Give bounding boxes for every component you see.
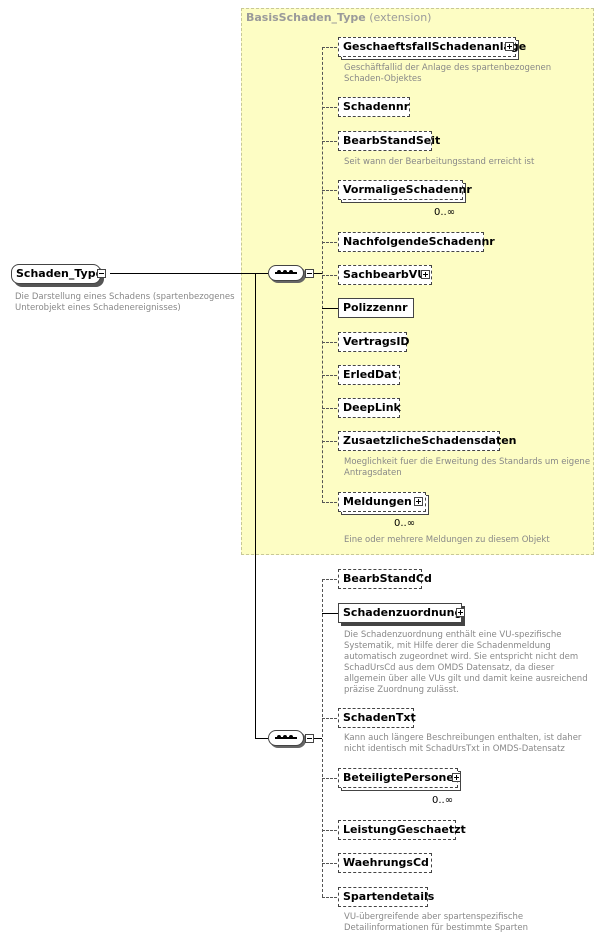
expand-icon[interactable] xyxy=(414,497,423,506)
collapse-icon[interactable] xyxy=(97,269,106,278)
element-box-polizzennr[interactable]: Polizzennr xyxy=(338,298,414,318)
element-name: SachbearbVU xyxy=(343,268,427,281)
sequence-compositor-icon[interactable] xyxy=(268,265,304,281)
element-name: BeteiligtePersonen xyxy=(343,771,462,784)
element-box-nachfolgendeschadennr[interactable]: NachfolgendeSchadennr xyxy=(338,232,495,252)
element-name: BearbStandCd xyxy=(343,572,432,585)
root-description: Die Darstellung eines Schadens (spartenb… xyxy=(15,292,235,313)
element-name: SchadenTxt xyxy=(343,711,416,724)
collapse-icon[interactable] xyxy=(305,269,314,278)
element-name: WaehrungsCd xyxy=(343,856,429,869)
connector-line xyxy=(110,273,268,274)
element-box-bearbstandcd[interactable]: BearbStandCd xyxy=(338,569,432,589)
element-box-schadenzuordnung[interactable]: Schadenzuordnung xyxy=(338,603,462,623)
element-box-spartendetails[interactable]: Spartendetails xyxy=(338,887,434,907)
connector-line xyxy=(255,273,256,738)
element-name: GeschaeftsfallSchadenanlage xyxy=(343,40,527,53)
element-box-zusaetzlicheschadensdaten[interactable]: ZusaetzlicheSchadensdaten xyxy=(338,431,517,451)
element-description: Geschäftfallid der Anlage des spartenbez… xyxy=(344,63,552,84)
sequence-compositor-icon[interactable] xyxy=(268,730,304,746)
element-description: Moeglichkeit fuer die Erweitung des Stan… xyxy=(344,457,591,478)
element-box-erleddat[interactable]: ErledDat xyxy=(338,365,400,385)
element-description: Eine oder mehrere Meldungen zu diesem Ob… xyxy=(344,535,550,545)
element-name: NachfolgendeSchadennr xyxy=(343,235,495,248)
extension-type-name: BasisSchaden_Type xyxy=(246,11,366,24)
cardinality-label: 0..∞ xyxy=(432,795,454,806)
element-name: DeepLink xyxy=(343,401,401,414)
element-name: Schadenzuordnung xyxy=(343,606,463,619)
element-box-vormaligeschadennr[interactable]: VormaligeSchadennr xyxy=(338,180,472,200)
connector-line xyxy=(255,738,268,739)
extension-title: BasisSchaden_Type (extension) xyxy=(246,11,431,24)
expand-icon[interactable] xyxy=(452,773,461,782)
connector-line xyxy=(314,273,322,274)
element-name: ErledDat xyxy=(343,368,397,381)
element-description: Seit wann der Bearbeitungsstand erreicht… xyxy=(344,157,535,167)
expand-icon[interactable] xyxy=(505,42,514,51)
cardinality-label: 0..∞ xyxy=(394,518,416,529)
element-name: Meldungen xyxy=(343,495,412,508)
extension-suffix: (extension) xyxy=(369,11,432,24)
connector-line xyxy=(314,738,322,739)
element-box-vertragsid[interactable]: VertragsID xyxy=(338,332,410,352)
expand-icon[interactable] xyxy=(421,270,430,279)
cardinality-label: 0..∞ xyxy=(434,207,456,218)
element-box-schadentxt[interactable]: SchadenTxt xyxy=(338,708,416,728)
collapse-icon[interactable] xyxy=(305,734,314,743)
element-description: Die Schadenzuordnung enthält eine VU-spe… xyxy=(344,630,588,695)
element-box-leistunggeschaetzt[interactable]: LeistungGeschaetzt xyxy=(338,820,466,840)
expand-icon[interactable] xyxy=(456,608,465,617)
root-element-box[interactable]: Schaden_Type xyxy=(11,264,104,284)
element-name: VertragsID xyxy=(343,335,410,348)
element-name: BearbStandSeit xyxy=(343,134,441,147)
element-box-geschaeftsfallschadenanlage[interactable]: GeschaeftsfallSchadenanlage xyxy=(338,37,526,57)
element-box-sachbearbvu[interactable]: SachbearbVU xyxy=(338,265,432,285)
element-box-beteiligtepersonen[interactable]: BeteiligtePersonen xyxy=(338,768,462,788)
element-box-deeplink[interactable]: DeepLink xyxy=(338,398,401,418)
element-description: VU-übergreifende aber spartenspezifische… xyxy=(344,912,529,933)
element-name: ZusaetzlicheSchadensdaten xyxy=(343,434,517,447)
element-name: VormaligeSchadennr xyxy=(343,183,472,196)
element-box-schadennr[interactable]: Schadennr xyxy=(338,97,410,117)
branch-line xyxy=(322,579,323,897)
element-name: Polizzennr xyxy=(343,301,408,314)
element-description: Kann auch längere Beschreibungen enthalt… xyxy=(344,733,582,754)
element-box-meldungen[interactable]: Meldungen xyxy=(338,492,426,512)
element-name: LeistungGeschaetzt xyxy=(343,823,466,836)
element-name: Schadennr xyxy=(343,100,410,113)
element-name: Spartendetails xyxy=(343,890,435,903)
root-element-name: Schaden_Type xyxy=(16,267,104,280)
element-box-bearbstandseit[interactable]: BearbStandSeit xyxy=(338,131,440,151)
element-box-waehrungscd[interactable]: WaehrungsCd xyxy=(338,853,432,873)
